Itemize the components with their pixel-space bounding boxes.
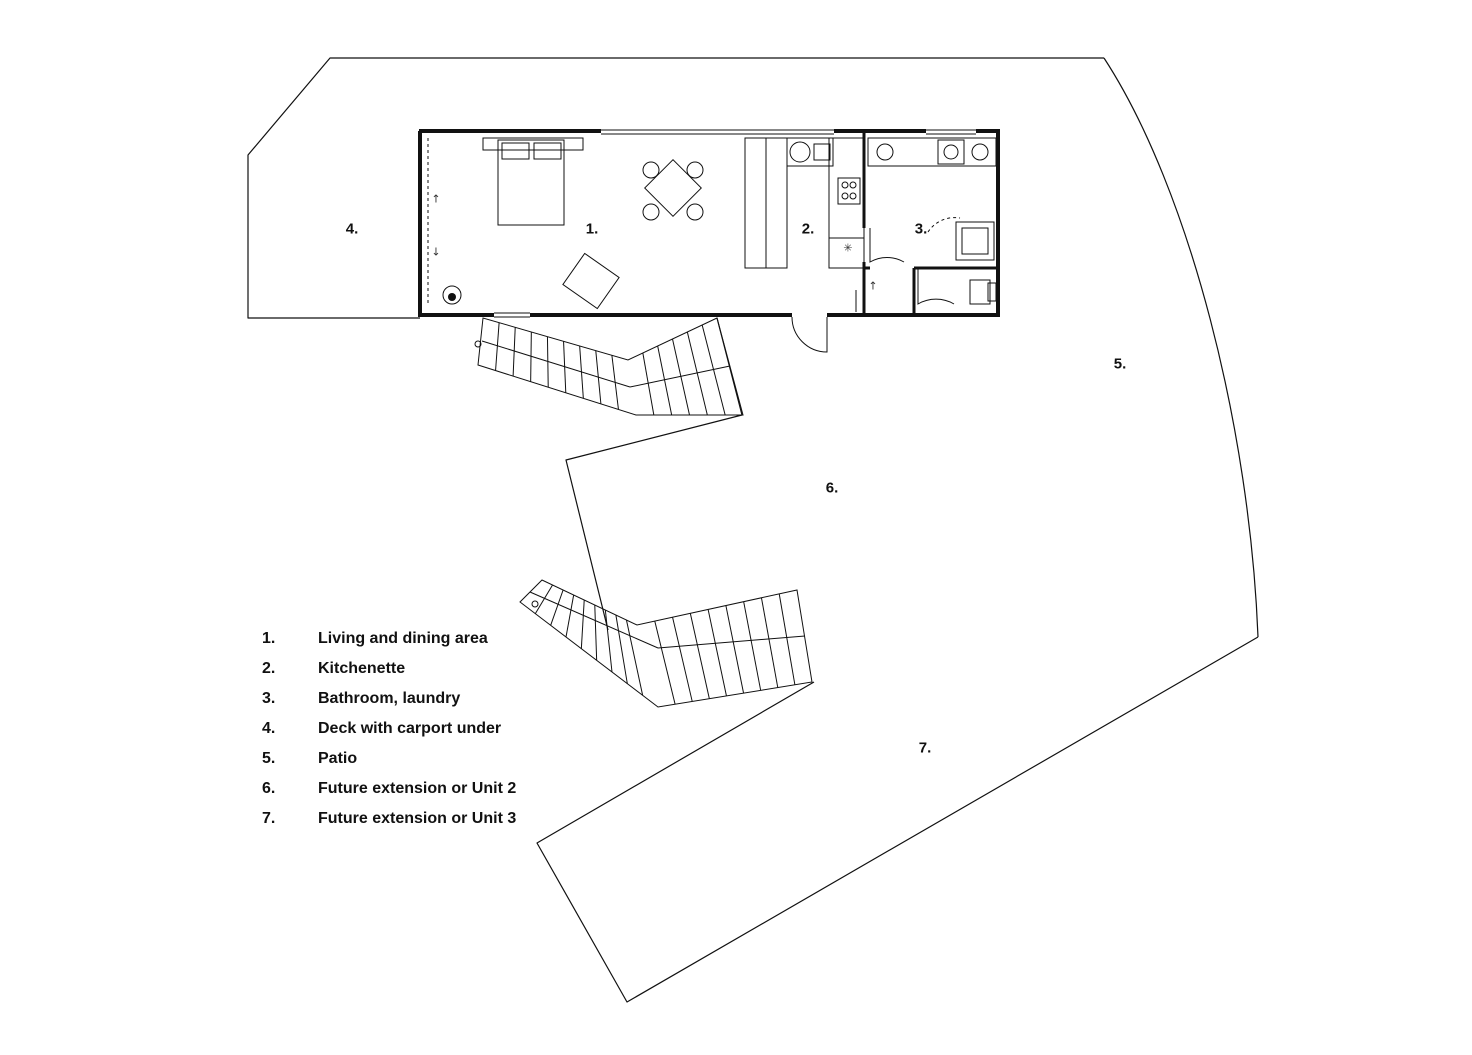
up-arrow-icon: ↑: [431, 192, 441, 206]
stair-tread: [530, 331, 532, 382]
legend-item: 6.Future extension or Unit 2: [262, 780, 517, 797]
zone-label-5: 5.: [1113, 355, 1127, 373]
stair-tread: [604, 609, 613, 673]
patio-boundary: [1103, 57, 1259, 638]
stair-tread: [615, 614, 628, 684]
legend-item: 4.Deck with carport under: [262, 720, 502, 737]
building: [418, 129, 1000, 353]
stair-tread: [534, 584, 553, 614]
stair-tread: [672, 617, 693, 702]
legend-item: 5.Patio: [262, 750, 358, 767]
stair-tread: [495, 322, 500, 371]
stair-tread: [689, 613, 710, 699]
unit2-boundary: [565, 317, 743, 631]
stair-tread: [672, 338, 690, 416]
stair-tread: [565, 594, 575, 638]
stair-tread: [743, 601, 762, 691]
unit3-boundary: [536, 636, 1259, 1003]
stair-tread: [594, 604, 598, 661]
zone-label-2: 2.: [801, 220, 815, 238]
stair-tread: [654, 620, 676, 705]
zone-label-4: 4.: [345, 220, 359, 238]
stair-tread: [686, 331, 708, 416]
down-arrow-icon: ↓: [431, 245, 441, 259]
stair-tread: [725, 605, 745, 694]
legend-item: 7.Future extension or Unit 3: [262, 810, 517, 827]
stair-tread: [611, 355, 619, 410]
zone-label-6: 6.: [825, 479, 839, 497]
legend-item: 2.Kitchenette: [262, 660, 406, 677]
stair-tread: [595, 350, 602, 404]
stair-tread: [707, 609, 727, 696]
legend-item: 3.Bathroom, laundry: [262, 690, 461, 707]
stair-tread: [512, 327, 516, 377]
stair-tread: [580, 599, 585, 649]
stair-tread: [778, 593, 796, 685]
stair-tread: [546, 336, 549, 388]
stair-tread: [563, 341, 567, 393]
zone-label-3: 3.: [914, 220, 928, 238]
lower-stair: [519, 579, 813, 708]
up-arrow-icon: ↑: [868, 279, 878, 293]
fan-icon: ✳: [843, 241, 853, 255]
stair-tread: [642, 352, 655, 416]
stair-tread: [579, 345, 584, 399]
stair-tread: [550, 589, 564, 626]
stair-tread: [760, 597, 779, 688]
deck-outline: [247, 57, 1104, 319]
stair-tread: [625, 619, 644, 696]
legend-item: 1.Living and dining area: [262, 630, 488, 647]
legend: 1.Living and dining area 2.Kitchenette 3…: [262, 628, 516, 838]
stair-tread: [657, 345, 673, 416]
zone-label-7: 7.: [918, 739, 932, 757]
stair-tread: [701, 324, 726, 416]
zone-label-1: 1.: [585, 220, 599, 238]
